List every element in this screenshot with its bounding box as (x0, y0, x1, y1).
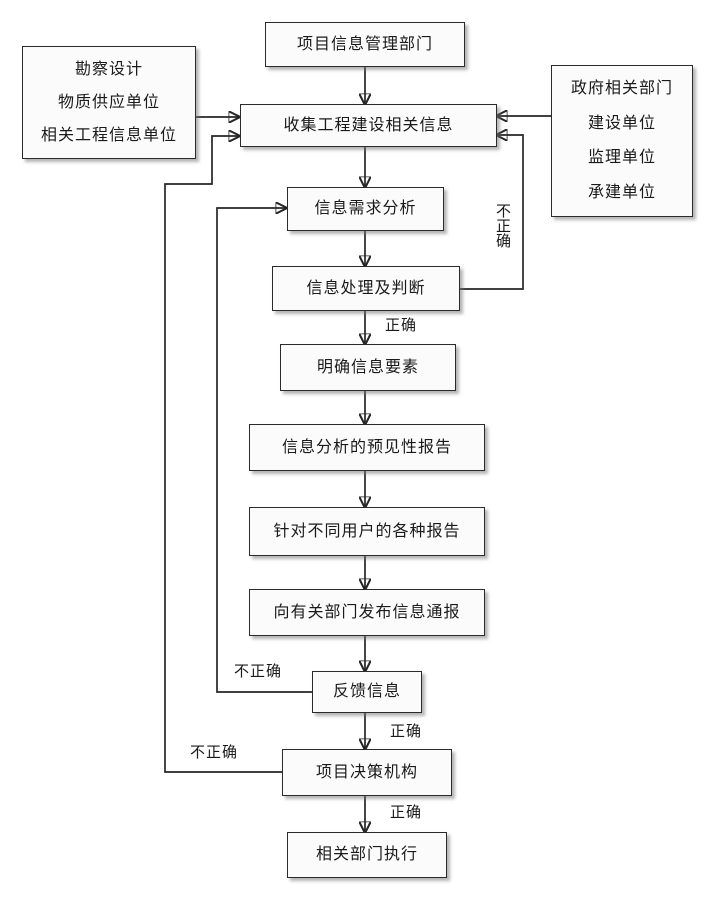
node-label: 针对不同用户的各种报告 (273, 522, 461, 540)
node-dept-execute[interactable]: 相关部门执行 (287, 832, 447, 878)
node-label: 信息处理及判断 (306, 279, 426, 297)
node-user-reports[interactable]: 针对不同用户的各种报告 (249, 507, 485, 556)
node-label: 收集工程建设相关信息 (283, 116, 454, 134)
edge-label-correct-after-feedback: 正确 (390, 724, 423, 740)
node-right-sources[interactable]: 政府相关部门 建设单位 监理单位 承建单位 (551, 65, 693, 217)
node-label: 反馈信息 (332, 683, 401, 700)
node-label: 向有关部门发布信息通报 (273, 603, 461, 621)
node-label: 项目信息管理部门 (296, 35, 433, 53)
left-source-line-3: 相关工程信息单位 (40, 126, 177, 144)
edge-label-correct-after-decision: 正确 (390, 805, 423, 821)
node-process-judge[interactable]: 信息处理及判断 (272, 266, 460, 311)
edge-label-incorrect-decision: 不正确 (190, 745, 239, 761)
right-source-line-1: 政府相关部门 (570, 80, 673, 98)
node-collect-info[interactable]: 收集工程建设相关信息 (240, 104, 497, 147)
node-project-info-dept[interactable]: 项目信息管理部门 (265, 22, 465, 67)
node-publish-bulletin[interactable]: 向有关部门发布信息通报 (249, 589, 485, 636)
node-label: 信息分析的预见性报告 (281, 438, 452, 456)
edge-label-incorrect-right: 不正确 (494, 203, 510, 248)
node-left-sources[interactable]: 勘察设计 物质供应单位 相关工程信息单位 (22, 46, 196, 159)
left-source-line-1: 勘察设计 (74, 60, 143, 78)
edge-label-correct-after-judge: 正确 (385, 318, 418, 334)
node-label: 信息需求分析 (314, 200, 417, 217)
node-label: 相关部门执行 (315, 846, 418, 863)
node-label: 项目决策机构 (315, 763, 418, 781)
node-feedback-info[interactable]: 反馈信息 (312, 671, 422, 713)
edge-label-incorrect-feedback: 不正确 (234, 664, 283, 680)
right-source-line-2: 建设单位 (587, 114, 656, 132)
right-source-line-3: 监理单位 (587, 149, 656, 167)
node-demand-analysis[interactable]: 信息需求分析 (287, 187, 444, 231)
node-clarify-elements[interactable]: 明确信息要素 (280, 344, 456, 391)
wire-judge-incorrect-to-collect (460, 135, 524, 290)
left-source-line-2: 物质供应单位 (57, 93, 160, 111)
node-decision-body[interactable]: 项目决策机构 (282, 749, 452, 796)
node-label: 明确信息要素 (316, 358, 419, 376)
right-source-line-4: 承建单位 (587, 183, 656, 201)
node-predictive-report[interactable]: 信息分析的预见性报告 (249, 424, 485, 471)
